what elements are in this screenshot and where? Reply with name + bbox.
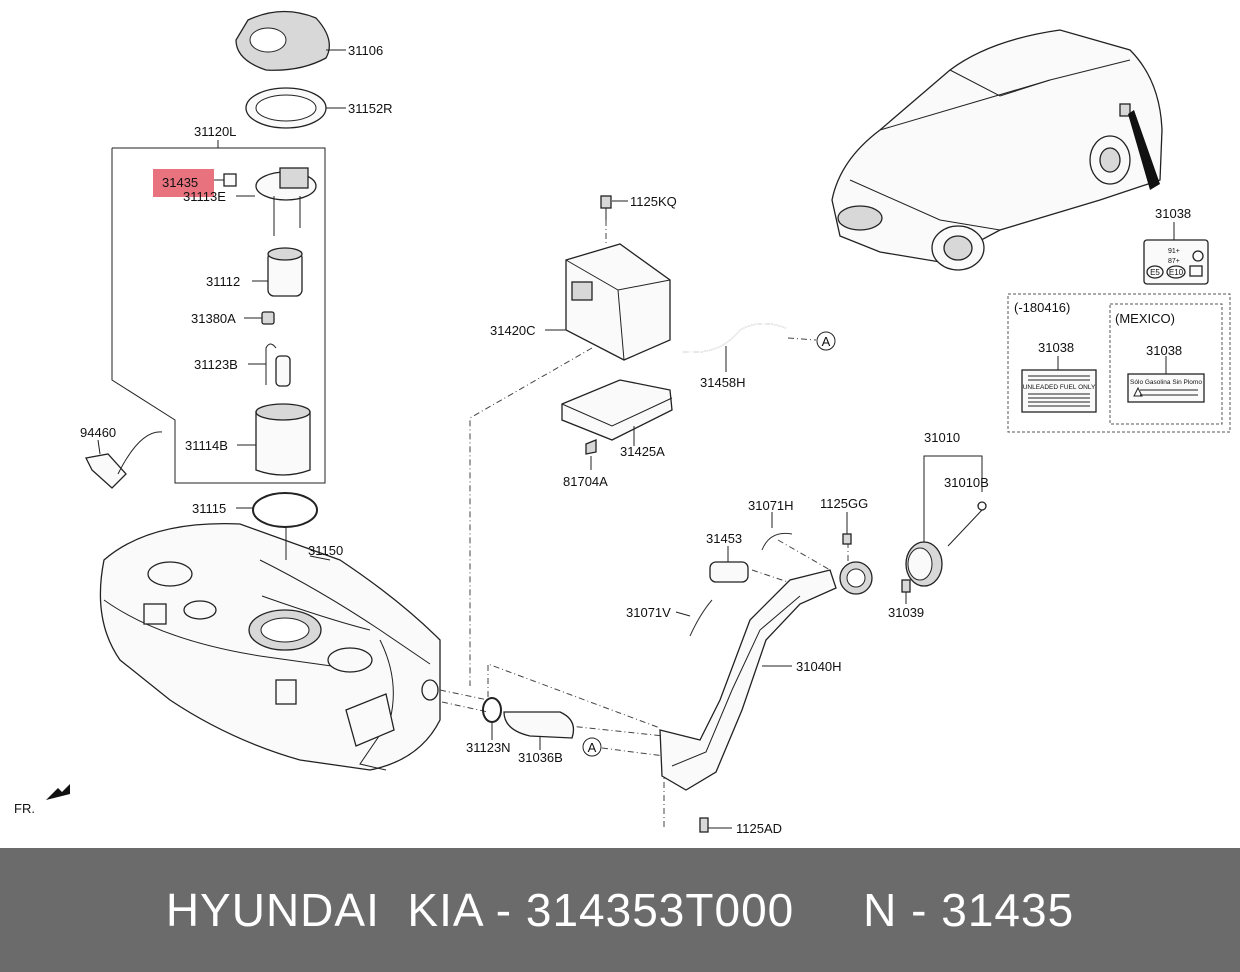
label-31420c: 31420C: [490, 323, 536, 338]
vent-hose-upper-part: [761, 532, 793, 551]
label-31435: 31435: [162, 175, 198, 190]
svg-text:87+: 87+: [1168, 258, 1180, 265]
svg-text:UNLEADED FUEL ONLY: UNLEADED FUEL ONLY: [1023, 384, 1096, 391]
label-31453: 31453: [706, 531, 742, 546]
screw-31039-part: [901, 579, 911, 604]
variant-left-part: 31038: [1038, 340, 1074, 355]
label-31010: 31010: [924, 430, 960, 445]
label-31036b: 31036B: [518, 750, 563, 765]
label-31123n: 31123N: [466, 740, 511, 755]
label-31114b: 31114B: [185, 438, 228, 453]
vehicle-sketch: [831, 29, 1163, 271]
fuel-sender-part: [248, 343, 291, 387]
label-94460: 94460: [80, 425, 116, 440]
clamp-part: [482, 697, 502, 740]
mexico-box: [1109, 303, 1223, 425]
fuel-label-part: 91+ 87+ E5 E10: [1143, 239, 1209, 285]
fr-label: FR.: [14, 801, 35, 816]
part-number-banner: HYUNDAI KIA - 314353T000 N - 31435: [0, 848, 1240, 972]
variant-left-title: (-180416): [1014, 300, 1070, 315]
label-31039: 31039: [888, 605, 924, 620]
highlight-box: [153, 169, 214, 197]
front-arrow-icon: [46, 784, 70, 800]
parts-diagram: A A 91+ 87+ E5 E10 UNLEADE: [14, 10, 1231, 836]
label-31458h: 31458H: [700, 375, 746, 390]
label-left: UNLEADED FUEL ONLY: [1021, 356, 1097, 413]
label-1125ad: 1125AD: [736, 821, 782, 836]
svg-text:E10: E10: [1169, 268, 1184, 277]
fuel-filter-part: [244, 311, 275, 325]
filler-hose-part: [503, 711, 575, 750]
pump-reservoir-part: [237, 403, 311, 476]
label-31120l: 31120L: [194, 124, 236, 139]
svg-text:A: A: [822, 334, 831, 349]
bolt-1125ad-part: [699, 817, 732, 833]
canister-bracket-part: [561, 379, 673, 470]
pump-flange-part: [214, 167, 317, 236]
gasket-part: [252, 492, 318, 528]
label-31071h: 31071H: [748, 498, 794, 513]
label-81704a: 81704A: [563, 474, 608, 489]
label-31112: 31112: [206, 274, 240, 289]
vent-filter-part: [709, 546, 749, 583]
label-31040h: 31040H: [796, 659, 842, 674]
vent-hose-lower-part: [689, 599, 713, 637]
label-31113e: 31113E: [183, 189, 226, 204]
variant-right-title: (MEXICO): [1115, 311, 1175, 326]
svg-text:91+: 91+: [1168, 248, 1180, 255]
bolt-1125gg-part: [842, 512, 852, 545]
variants-box: [1007, 293, 1231, 433]
lock-ring-part: [245, 87, 346, 129]
label-31380a: 31380A: [191, 311, 236, 326]
svg-text:A: A: [588, 740, 597, 755]
label-right: Sólo Gasolina Sin Plomo: [1127, 356, 1205, 403]
label-31425a: 31425A: [620, 444, 665, 459]
canister-part: [545, 195, 671, 361]
label-1125gg: 1125GG: [820, 496, 868, 511]
label-31150: 31150: [308, 543, 343, 558]
label-31115: 31115: [192, 501, 226, 516]
variant-right-part: 31038: [1146, 343, 1182, 358]
fuel-cap-part: [905, 455, 987, 587]
wiring-harness-part: [85, 431, 163, 489]
svg-text:E5: E5: [1150, 268, 1160, 277]
ref-marker-lower: A: [582, 737, 602, 757]
label-31038-top: 31038: [1155, 206, 1191, 221]
label-31152r: 31152R: [348, 101, 393, 116]
ref-marker-upper: A: [816, 331, 836, 351]
assembly-bracket: [111, 147, 326, 484]
label-31106: 31106: [348, 43, 383, 58]
fuel-tank-part: [99, 522, 441, 771]
label-31071v: 31071V: [626, 605, 671, 620]
label-1125kq: 1125KQ: [630, 194, 677, 209]
label-31010b: 31010B: [944, 475, 989, 490]
cover-plate-part: [235, 10, 346, 71]
svg-text:Sólo Gasolina Sin Plomo: Sólo Gasolina Sin Plomo: [1130, 379, 1202, 386]
filler-neck-part: [659, 561, 873, 791]
label-31123b: 31123B: [194, 357, 238, 372]
vapor-hose-part: [681, 323, 787, 354]
fuel-pump-part: [252, 247, 303, 297]
